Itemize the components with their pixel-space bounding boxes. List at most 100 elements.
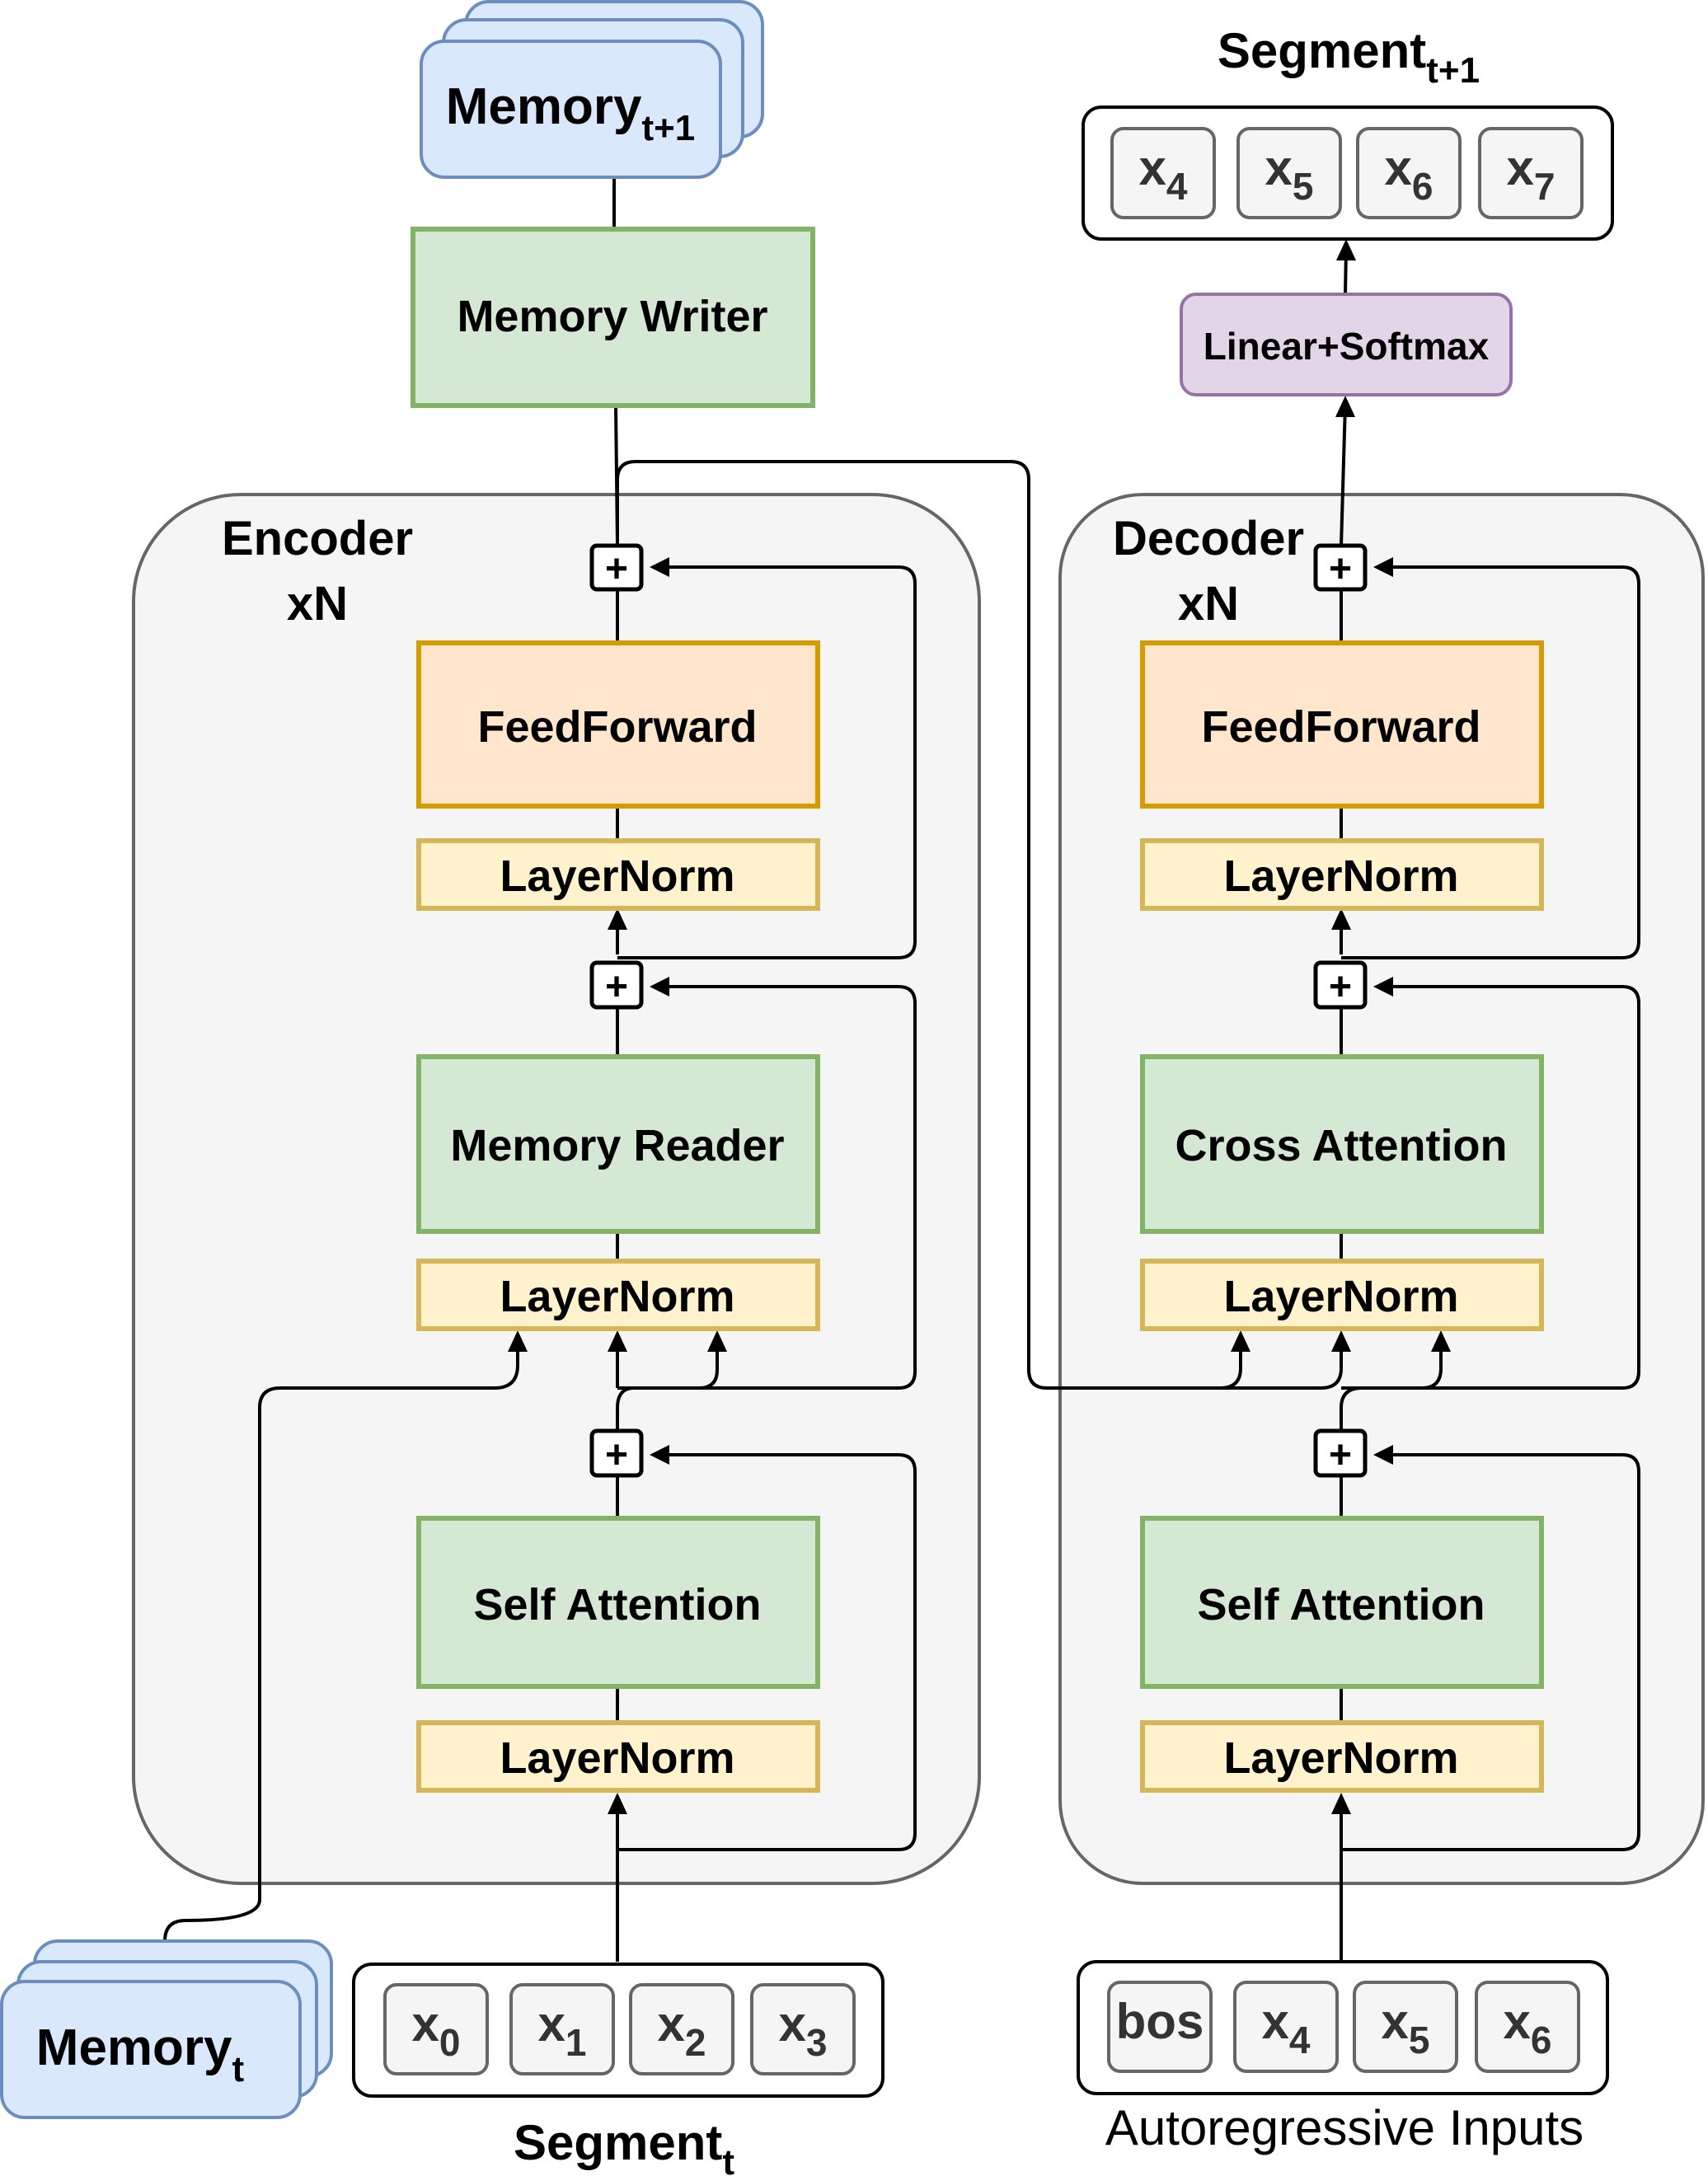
segment-next-token-label: x4 bbox=[1139, 140, 1188, 208]
arrowhead bbox=[650, 1445, 669, 1465]
enc-branch-center bbox=[616, 1339, 719, 1433]
encoder-feedforward-block: FeedForward bbox=[416, 640, 820, 809]
autoregressive-token: x5 bbox=[1353, 1981, 1458, 2073]
cross-attention-label: Cross Attention bbox=[1175, 1121, 1508, 1170]
arrowhead bbox=[608, 1793, 627, 1814]
segment-current-token-label: x3 bbox=[779, 1996, 828, 2064]
encoder-repeat-label: xN bbox=[287, 577, 348, 631]
encoder-self-attention-block: Self Attention bbox=[416, 1516, 820, 1689]
segment-current-token: x3 bbox=[750, 1983, 856, 2075]
decoder-layernorm-2: LayerNorm bbox=[1140, 1259, 1544, 1331]
segment-current-token-label: x2 bbox=[658, 1996, 706, 2064]
enc-to-dec-cross bbox=[616, 460, 1242, 1390]
svg-text:+: + bbox=[605, 1433, 628, 1477]
segment-current-token: x0 bbox=[383, 1983, 489, 2075]
decoder-self-attention-label: Self Attention bbox=[1198, 1580, 1485, 1630]
svg-text:LayerNorm: LayerNorm bbox=[1223, 1272, 1458, 1321]
encoder-layernorm-2: LayerNorm bbox=[416, 1259, 820, 1331]
decoder-feedforward-label: FeedForward bbox=[1201, 702, 1480, 752]
enc-residual-3 bbox=[617, 1453, 917, 1851]
arrowhead bbox=[1373, 977, 1393, 997]
segment-current-token: x1 bbox=[509, 1983, 615, 2075]
arrowhead bbox=[650, 977, 669, 997]
dec-residual-2 bbox=[1341, 985, 1640, 1390]
arrowhead bbox=[1336, 239, 1356, 260]
memory-reader-label: Memory Reader bbox=[450, 1121, 784, 1170]
decoder-title: Decoder bbox=[1113, 512, 1304, 565]
decoder-plus-middle: + bbox=[1313, 960, 1368, 1010]
arrowhead bbox=[608, 908, 627, 930]
linear-softmax-block: Linear+Softmax bbox=[1180, 293, 1513, 396]
arrowhead bbox=[608, 1330, 627, 1352]
svg-text:LayerNorm: LayerNorm bbox=[500, 851, 734, 901]
arrowhead bbox=[650, 557, 669, 577]
decoder-self-attention-block: Self Attention bbox=[1140, 1516, 1544, 1689]
segment-next-token-label: x7 bbox=[1507, 140, 1556, 208]
arrowhead bbox=[1331, 1793, 1351, 1814]
dec-residual-3 bbox=[1341, 1453, 1640, 1851]
memory-current-label: Memoryt bbox=[36, 2019, 245, 2089]
arrowhead bbox=[1331, 908, 1351, 930]
decoder-layernorm-3: LayerNorm bbox=[1140, 1720, 1544, 1793]
svg-text:LayerNorm: LayerNorm bbox=[500, 1272, 734, 1321]
memory-next-label: Memoryt+1 bbox=[446, 78, 696, 148]
dec-residual-1 bbox=[1341, 565, 1640, 959]
encoder-feedforward-label: FeedForward bbox=[477, 702, 757, 752]
memory-next-stack: Memoryt+1 bbox=[420, 0, 764, 179]
svg-text:+: + bbox=[1329, 1433, 1352, 1477]
autoregressive-label: Autoregressive Inputs bbox=[1105, 2100, 1584, 2155]
arrowhead bbox=[1373, 1445, 1393, 1465]
svg-text:+: + bbox=[605, 965, 628, 1009]
segment-current-tokens: x0 x1 x2 x3 bbox=[383, 1983, 856, 2075]
svg-text:LayerNorm: LayerNorm bbox=[1223, 851, 1458, 901]
segment-next-token: x4 bbox=[1110, 127, 1216, 219]
autoregressive-token: x6 bbox=[1475, 1981, 1580, 2073]
autoregressive-token-label: bos bbox=[1116, 1994, 1204, 2049]
encoder-layernorm-3: LayerNorm bbox=[416, 1720, 820, 1793]
arrowhead bbox=[1431, 1330, 1451, 1352]
segment-current-token: x2 bbox=[629, 1983, 734, 2075]
dec-line-plus-up bbox=[1340, 403, 1347, 546]
encoder-title: Encoder bbox=[222, 512, 413, 565]
autoregressive-token-label: x5 bbox=[1382, 1994, 1430, 2061]
memory-writer-label: Memory Writer bbox=[457, 292, 767, 341]
encoder-self-attention-label: Self Attention bbox=[474, 1580, 762, 1630]
encoder-plus-bottom: + bbox=[589, 1428, 644, 1478]
segment-next-token-label: x6 bbox=[1385, 140, 1434, 208]
autoregressive-token: bos bbox=[1107, 1981, 1213, 2073]
segment-next-tokens: x4 x5 x6 x7 bbox=[1110, 127, 1584, 219]
encoder-plus-top: + bbox=[589, 543, 644, 592]
segment-next-token: x5 bbox=[1236, 127, 1342, 219]
dec-cross-center bbox=[1220, 1339, 1343, 1390]
encoder-plus-middle: + bbox=[589, 960, 644, 1010]
arrowhead bbox=[1231, 1330, 1250, 1352]
segment-current-token-label: x1 bbox=[538, 1996, 587, 2064]
segment-next-token-label: x5 bbox=[1265, 140, 1314, 208]
decoder-layernorm-1: LayerNorm bbox=[1140, 838, 1544, 911]
enc-residual-1 bbox=[617, 565, 917, 959]
memory-t-to-reader bbox=[163, 1339, 519, 1942]
cross-attention-block: Cross Attention bbox=[1140, 1054, 1544, 1234]
decoder-feedforward-block: FeedForward bbox=[1140, 640, 1544, 809]
connectors bbox=[163, 177, 1640, 1962]
arrowhead bbox=[1373, 557, 1393, 577]
memory-current-stack: Memoryt bbox=[0, 1939, 333, 2119]
linear-softmax-label: Linear+Softmax bbox=[1204, 325, 1490, 368]
segment-next-label: Segmentt+1 bbox=[1218, 23, 1480, 91]
autoregressive-tokens: bos x4 x5 x6 bbox=[1107, 1981, 1580, 2073]
enc-residual-2 bbox=[617, 985, 917, 1390]
autoregressive-token: x4 bbox=[1233, 1981, 1339, 2073]
segment-current-label: Segmentt bbox=[514, 2115, 734, 2176]
segment-next-token: x7 bbox=[1478, 127, 1584, 219]
arrowhead bbox=[1335, 396, 1355, 417]
memory-reader-block: Memory Reader bbox=[416, 1054, 820, 1234]
svg-text:+: + bbox=[1329, 547, 1352, 591]
segment-current-token-label: x0 bbox=[412, 1996, 461, 2064]
arrowhead bbox=[1331, 1330, 1351, 1352]
arrowhead bbox=[707, 1330, 727, 1352]
decoder-plus-bottom: + bbox=[1313, 1428, 1368, 1478]
encoder-layernorm-1: LayerNorm bbox=[416, 838, 820, 911]
autoregressive-token-label: x6 bbox=[1504, 1994, 1552, 2061]
autoregressive-token-label: x4 bbox=[1262, 1994, 1311, 2061]
svg-text:+: + bbox=[605, 547, 628, 591]
